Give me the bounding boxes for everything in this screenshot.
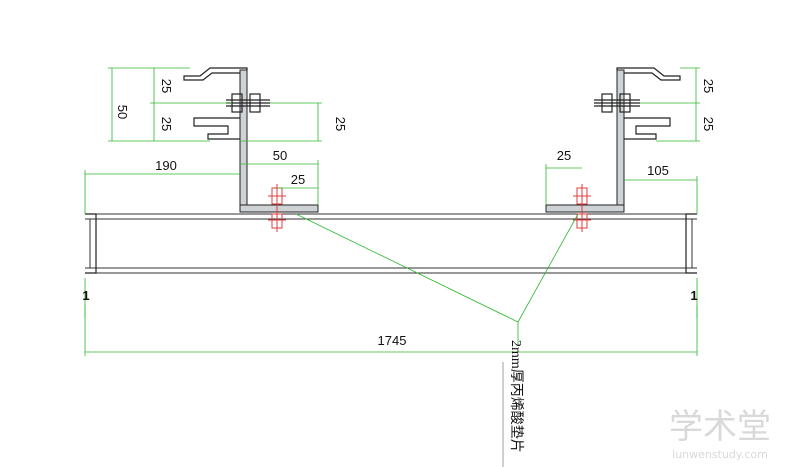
dim-25-right-bottom: 25 xyxy=(701,117,716,131)
dim-105: 105 xyxy=(647,163,669,178)
dimension-lines xyxy=(84,67,700,356)
note-leader xyxy=(295,213,579,467)
dim-190: 190 xyxy=(155,158,177,173)
shim-note: 2mm厚丙烯酸垫片 xyxy=(508,340,524,453)
dim-50-horizontal: 50 xyxy=(273,148,287,163)
dim-25-right-base: 25 xyxy=(557,148,571,163)
left-bracket xyxy=(183,67,319,213)
watermark: 学术堂 lunwenstudy.com xyxy=(669,407,771,461)
dim-25-left-bottom: 25 xyxy=(159,117,174,131)
dim-50-vertical: 50 xyxy=(115,105,130,119)
dimension-labels: 50 25 25 25 190 50 25 25 25 25 105 1745 xyxy=(115,79,716,348)
section-mark-right: 1 xyxy=(690,288,697,303)
right-base-bolt xyxy=(573,184,591,232)
main-beam xyxy=(85,213,697,274)
section-mark-left: 1 xyxy=(82,288,89,303)
dim-25-right-top: 25 xyxy=(701,79,716,93)
left-base-bolt xyxy=(268,184,286,232)
dim-25-left-top: 25 xyxy=(159,79,174,93)
section-marks: 1 1 xyxy=(82,288,697,303)
dim-1745: 1745 xyxy=(378,333,407,348)
watermark-url: lunwenstudy.com xyxy=(672,448,768,461)
dim-25-base: 25 xyxy=(291,172,305,187)
dim-25-left-mid: 25 xyxy=(333,117,348,131)
right-bracket xyxy=(545,67,681,213)
watermark-title: 学术堂 xyxy=(669,407,771,447)
